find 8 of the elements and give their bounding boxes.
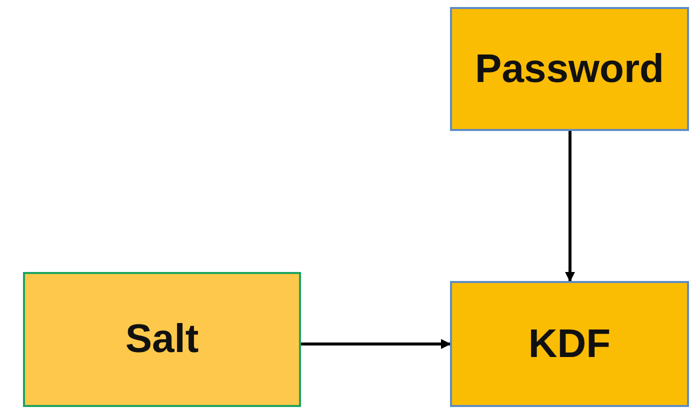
box-label: KDF bbox=[528, 322, 611, 366]
arrow bbox=[301, 339, 451, 349]
process-box bbox=[450, 7, 689, 131]
process-box bbox=[450, 281, 689, 407]
process-box bbox=[23, 272, 301, 407]
box-label: Salt bbox=[125, 317, 199, 362]
arrow bbox=[565, 131, 575, 282]
box-label: Password bbox=[475, 46, 664, 92]
